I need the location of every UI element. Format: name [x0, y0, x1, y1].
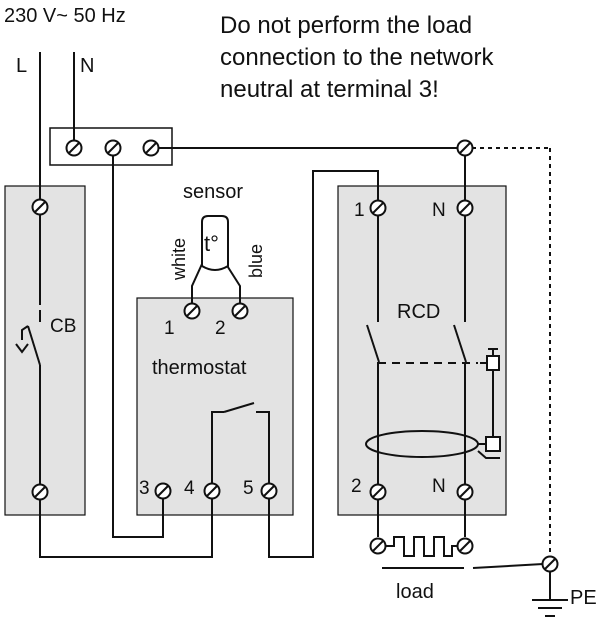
thermostat-terminal-4-label: 4 [184, 478, 195, 499]
terminal-screw-block-2 [104, 139, 122, 157]
circuit-breaker-label: CB [50, 316, 76, 337]
circuit-breaker-box [4, 185, 86, 516]
terminal-screw-thermostat-3 [154, 482, 172, 500]
rcd-terminal-n-in-label: N [432, 200, 446, 221]
neutral-label: N [80, 55, 94, 77]
wiring [15, 52, 568, 617]
rcd-label: RCD [397, 301, 440, 323]
terminal-screw-thermostat-2 [231, 302, 249, 320]
terminal-screw-block-1 [65, 139, 83, 157]
warning-line-3: neutral at terminal 3! [220, 76, 439, 103]
rcd-terminal-n-out-label: N [432, 476, 446, 497]
terminal-screw-thermostat-4 [203, 482, 221, 500]
thermostat-box [136, 297, 294, 516]
temperature-sensor-icon [201, 215, 229, 271]
sensor-symbol: t° [204, 231, 219, 256]
terminal-screw-thermostat-1 [183, 302, 201, 320]
warning-line-1: Do not perform the load [220, 12, 472, 39]
terminal-screw-load-right [456, 537, 474, 555]
thermostat-terminal-5-label: 5 [243, 478, 254, 499]
terminal-screw-thermostat-5 [260, 482, 278, 500]
terminal-screw-l-top [31, 198, 49, 216]
rcd-terminal-2-label: 2 [351, 476, 362, 497]
thermostat-terminal-3-label: 3 [139, 478, 150, 499]
supply-voltage-label: 230 V~ 50 Hz [4, 5, 126, 27]
terminal-screw-rcd-n-out [456, 483, 474, 501]
terminal-screw-n-supply [456, 139, 474, 157]
terminal-screw-pe [541, 555, 559, 573]
thermostat-terminal-1-label: 1 [164, 318, 175, 339]
terminal-screw-l-bottom [31, 483, 49, 501]
terminal-screw-load-left [369, 537, 387, 555]
terminal-screw-block-3 [142, 139, 160, 157]
rcd-box [337, 185, 507, 516]
load-label: load [396, 581, 434, 603]
terminal-screw-rcd-1 [369, 199, 387, 217]
line-label: L [16, 55, 27, 77]
thermostat-terminal-2-label: 2 [215, 318, 226, 339]
terminal-screw-rcd-2 [369, 483, 387, 501]
rcd-terminal-1-label: 1 [354, 200, 365, 221]
thermostat-label: thermostat [152, 357, 247, 379]
sensor-wire-blue-label: blue [246, 244, 266, 278]
warning-line-2: connection to the network [220, 44, 495, 71]
terminal-screw-rcd-n-in [456, 199, 474, 217]
sensor-title: sensor [183, 181, 243, 203]
sensor-wire-white-label: white [169, 238, 189, 281]
earth-label: PE [570, 587, 597, 609]
